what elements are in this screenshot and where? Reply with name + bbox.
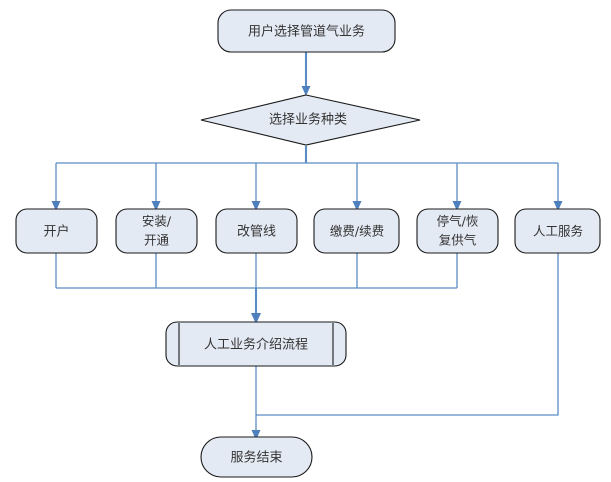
arrow-bus-to-option-4 xyxy=(352,201,362,211)
decision-label: 选择业务种类 xyxy=(269,112,347,128)
option-2-shape xyxy=(115,208,198,254)
subprocess-label: 人工业务介绍流程 xyxy=(204,337,308,353)
connector-layer xyxy=(51,52,563,440)
subprocess-shape xyxy=(165,321,347,367)
node-option-3[interactable]: 改管线 xyxy=(215,208,298,254)
option-2-label-line-2: 开通 xyxy=(144,233,170,248)
option-3-label: 改管线 xyxy=(237,225,276,240)
option-6-label: 人工服务 xyxy=(533,224,583,239)
node-subprocess[interactable]: 人工业务介绍流程 xyxy=(165,321,347,367)
arrow-bus-to-option-3 xyxy=(251,201,261,211)
arrow-merge-to-subprocess xyxy=(251,313,261,324)
node-end[interactable]: 服务结束 xyxy=(200,436,313,478)
option-5-label-line-1: 停气/恢 xyxy=(437,214,479,229)
node-option-5[interactable]: 停气/恢 复供气 xyxy=(416,208,499,254)
arrow-bus-to-option-2 xyxy=(151,201,161,211)
decision-shape xyxy=(200,94,421,146)
arrow-bus-to-option-5 xyxy=(452,201,462,211)
node-option-6[interactable]: 人工服务 xyxy=(514,208,601,254)
arrow-bus-to-option-6 xyxy=(553,201,563,211)
arrow-bus-to-option-1 xyxy=(51,201,61,211)
option-5-label-line-2: 复供气 xyxy=(439,233,477,248)
option-1-label: 开户 xyxy=(43,224,69,240)
end-shape xyxy=(200,436,313,478)
option-5-shape xyxy=(416,208,499,254)
arrow-to-end xyxy=(251,430,261,440)
node-decision[interactable]: 选择业务种类 xyxy=(200,94,421,146)
start-shape xyxy=(217,9,396,53)
node-start[interactable]: 用户选择管道气业务 xyxy=(217,9,396,53)
start-label: 用户选择管道气业务 xyxy=(248,24,365,40)
option-3-shape xyxy=(215,208,298,254)
option-2-label-line-1: 安装/ xyxy=(142,214,172,229)
node-option-2[interactable]: 安装/ 开通 xyxy=(115,208,198,254)
option-6-shape xyxy=(514,208,601,254)
node-option-4[interactable]: 缴费/续费 xyxy=(313,208,400,254)
arrow-start-to-decision xyxy=(301,86,311,96)
node-option-1[interactable]: 开户 xyxy=(15,208,98,254)
option-4-shape xyxy=(313,208,400,254)
connector-option-6-bypass xyxy=(256,253,559,416)
option-4-label: 缴费/续费 xyxy=(330,224,384,239)
option-1-shape xyxy=(15,208,98,254)
end-label: 服务结束 xyxy=(230,450,282,466)
